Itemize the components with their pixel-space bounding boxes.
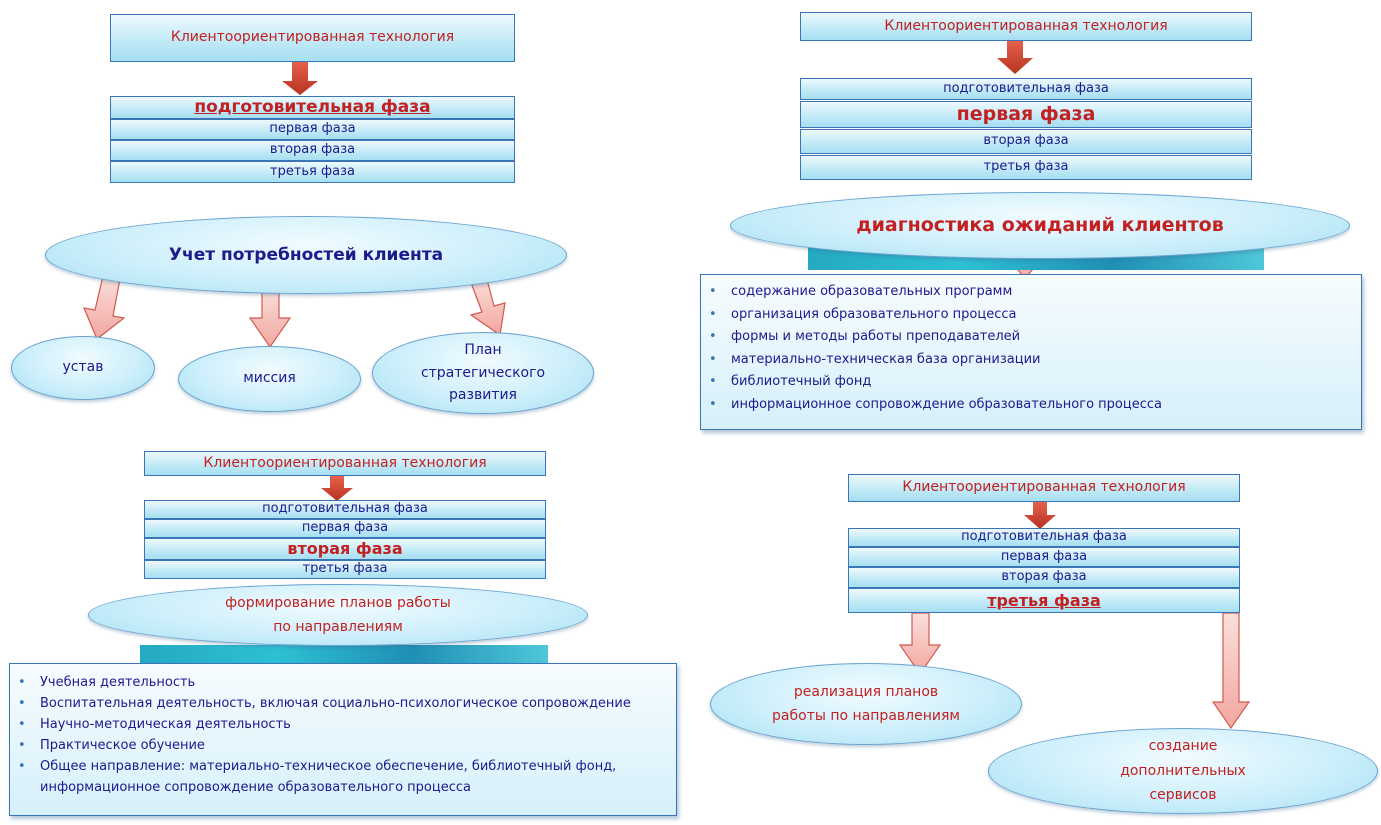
q2-phase-first: первая фаза bbox=[800, 101, 1252, 128]
q2-title: Клиентоориентированная технология bbox=[800, 12, 1252, 41]
q2-ellipse-diagnostics: диагностика ожиданий клиентов bbox=[730, 192, 1350, 259]
q2-phase-prep: подготовительная фаза bbox=[800, 78, 1252, 100]
q3-item: Воспитательная деятельность, включая соц… bbox=[18, 693, 668, 714]
q1-title: Клиентоориентированная технология bbox=[110, 14, 515, 62]
q4-phase-first: первая фаза bbox=[848, 547, 1240, 567]
q3-title: Клиентоориентированная технология bbox=[144, 451, 546, 476]
q1-ellipse-charter: устав bbox=[11, 336, 155, 400]
q2-bullet-list: содержание образовательных программ орга… bbox=[700, 274, 1362, 430]
q3-item: Общее направление: материально-техническ… bbox=[18, 756, 668, 798]
q3-item: Практическое обучение bbox=[18, 735, 668, 756]
q3-phase-prep: подготовительная фаза bbox=[144, 500, 546, 519]
q2-phase-third: третья фаза bbox=[800, 155, 1252, 180]
q4-arrow-right bbox=[1211, 612, 1251, 730]
q3-title-arrow bbox=[321, 476, 353, 501]
q3-bullet-list: Учебная деятельность Воспитательная деят… bbox=[9, 663, 677, 816]
q1-ellipse-mission: миссия bbox=[178, 346, 361, 412]
q2-item: материально-техническая база организации bbox=[709, 349, 1353, 372]
q3-phase-first: первая фаза bbox=[144, 519, 546, 538]
q2-item: содержание образовательных программ bbox=[709, 281, 1353, 304]
q3-item: Учебная деятельность bbox=[18, 672, 668, 693]
q3-photo-strip bbox=[140, 645, 548, 665]
q1-phase-third: третья фаза bbox=[110, 161, 515, 183]
q1-title-arrow bbox=[282, 62, 318, 95]
q4-phase-prep: подготовительная фаза bbox=[848, 528, 1240, 547]
q1-arrow-mid bbox=[248, 288, 292, 349]
q2-item: информационное сопровождение образовател… bbox=[709, 394, 1353, 417]
q2-phase-second: вторая фаза bbox=[800, 129, 1252, 154]
q1-arrow-left bbox=[83, 275, 126, 340]
q2-item: формы и методы работы преподавателей bbox=[709, 326, 1353, 349]
q3-item: Научно-методическая деятельность bbox=[18, 714, 668, 735]
q4-phase-second: вторая фаза bbox=[848, 567, 1240, 588]
q2-item: библиотечный фонд bbox=[709, 371, 1353, 394]
q1-phase-second: вторая фаза bbox=[110, 140, 515, 161]
q1-arrow-right bbox=[469, 275, 506, 337]
q4-title-arrow bbox=[1024, 502, 1056, 529]
q3-phase-second: вторая фаза bbox=[144, 538, 546, 560]
q4-ellipse-services: создание дополнительных сервисов bbox=[988, 728, 1378, 814]
q1-ellipse-needs: Учет потребностей клиента bbox=[45, 216, 567, 294]
q1-phase-prep: подготовительная фаза bbox=[110, 96, 515, 119]
q2-item: организация образовательного процесса bbox=[709, 304, 1353, 327]
q1-phase-first: первая фаза bbox=[110, 119, 515, 140]
q4-phase-third: третья фаза bbox=[848, 588, 1240, 613]
q3-ellipse-plans: формирование планов работы по направлени… bbox=[88, 584, 588, 646]
q4-ellipse-realization: реализация планов работы по направлениям bbox=[710, 663, 1022, 745]
q2-title-arrow bbox=[997, 41, 1033, 74]
q4-title: Клиентоориентированная технология bbox=[848, 474, 1240, 502]
q1-ellipse-plan: План стратегического развития bbox=[372, 332, 594, 414]
q3-phase-third: третья фаза bbox=[144, 560, 546, 579]
